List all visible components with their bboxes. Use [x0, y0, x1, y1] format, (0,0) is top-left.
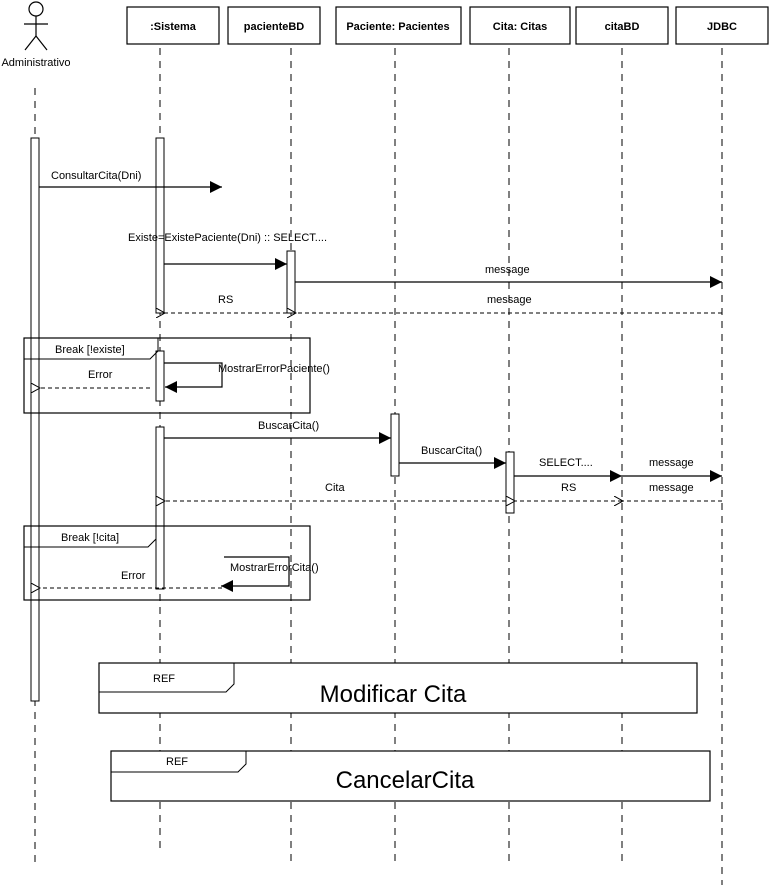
lifeline-label-jdbc: JDBC [707, 21, 737, 33]
message-label-select: SELECT.... [539, 457, 593, 469]
activation-administrativo [30, 137, 40, 702]
message-arrow-mostrar-error-paciente [164, 362, 223, 393]
lifeline-head-cita: Cita: Citas [469, 6, 571, 45]
lifeline-head-paciente: Paciente: Pacientes [335, 6, 462, 45]
lifeline-label-citabd: citaBD [605, 21, 640, 33]
ref-title-modificar-cita: Modificar Cita [320, 681, 467, 708]
message-arrow-mostrar-error-cita [221, 556, 290, 592]
ref-fragment-cancelar-cita: REF CancelarCita [110, 750, 711, 802]
lifeline-head-jdbc: JDBC [675, 6, 769, 45]
lifeline-label-pacientebd: pacienteBD [244, 21, 305, 33]
activation-cita [505, 451, 515, 514]
ref-fragment-modificar-cita: REF Modificar Cita [98, 662, 698, 714]
lifeline-head-pacientebd: pacienteBD [227, 6, 321, 45]
ref-title-cancelar-cita: CancelarCita [336, 767, 475, 794]
message-label-error-2: Error [121, 570, 146, 582]
fragment-break-existe: Break [!existe] [23, 337, 311, 414]
fragment-break-cita: Break [!cita] [23, 525, 311, 601]
lifeline-head-sistema: :Sistema [126, 6, 220, 45]
fragment-label-break-cita: Break [!cita] [61, 532, 119, 544]
message-label-buscar-cita-1: BuscarCita() [258, 420, 319, 432]
message-label-mostrar-error-paciente: MostrarErrorPaciente() [218, 363, 330, 375]
message-label-rs-2: RS [561, 482, 576, 494]
lifeline-head-citabd: citaBD [575, 6, 669, 45]
message-label-mostrar-error-cita: MostrarErrorCita() [230, 562, 319, 574]
fragment-label-break-existe: Break [!existe] [55, 344, 125, 356]
message-label-consultar-cita: ConsultarCita(Dni) [51, 170, 141, 182]
lifeline-label-paciente: Paciente: Pacientes [346, 21, 449, 33]
activation-sistema-1 [155, 137, 165, 314]
message-label-message-3: message [649, 457, 694, 469]
activation-sistema-3 [155, 426, 165, 590]
activation-sistema-2 [155, 350, 165, 402]
message-label-error-1: Error [88, 369, 113, 381]
message-label-message-2: message [487, 294, 532, 306]
lifeline-label-sistema: :Sistema [150, 21, 197, 33]
message-label-message-4: message [649, 482, 694, 494]
message-label-cita-return: Cita [325, 482, 345, 494]
message-label-existe-paciente: Existe=ExistePaciente(Dni) :: SELECT.... [128, 232, 327, 244]
actor-label: Administrativo [1, 57, 70, 69]
ref-tag-cancelar-cita: REF [166, 756, 188, 768]
actor-administrativo: Administrativo [1, 1, 71, 69]
lifeline-label-cita: Cita: Citas [493, 21, 547, 33]
message-label-rs-1: RS [218, 294, 233, 306]
ref-tag-modificar-cita: REF [153, 673, 175, 685]
activation-paciente [390, 413, 400, 477]
message-label-buscar-cita-2: BuscarCita() [421, 445, 482, 457]
message-label-message-1: message [485, 264, 530, 276]
activation-pacientebd [286, 250, 296, 314]
